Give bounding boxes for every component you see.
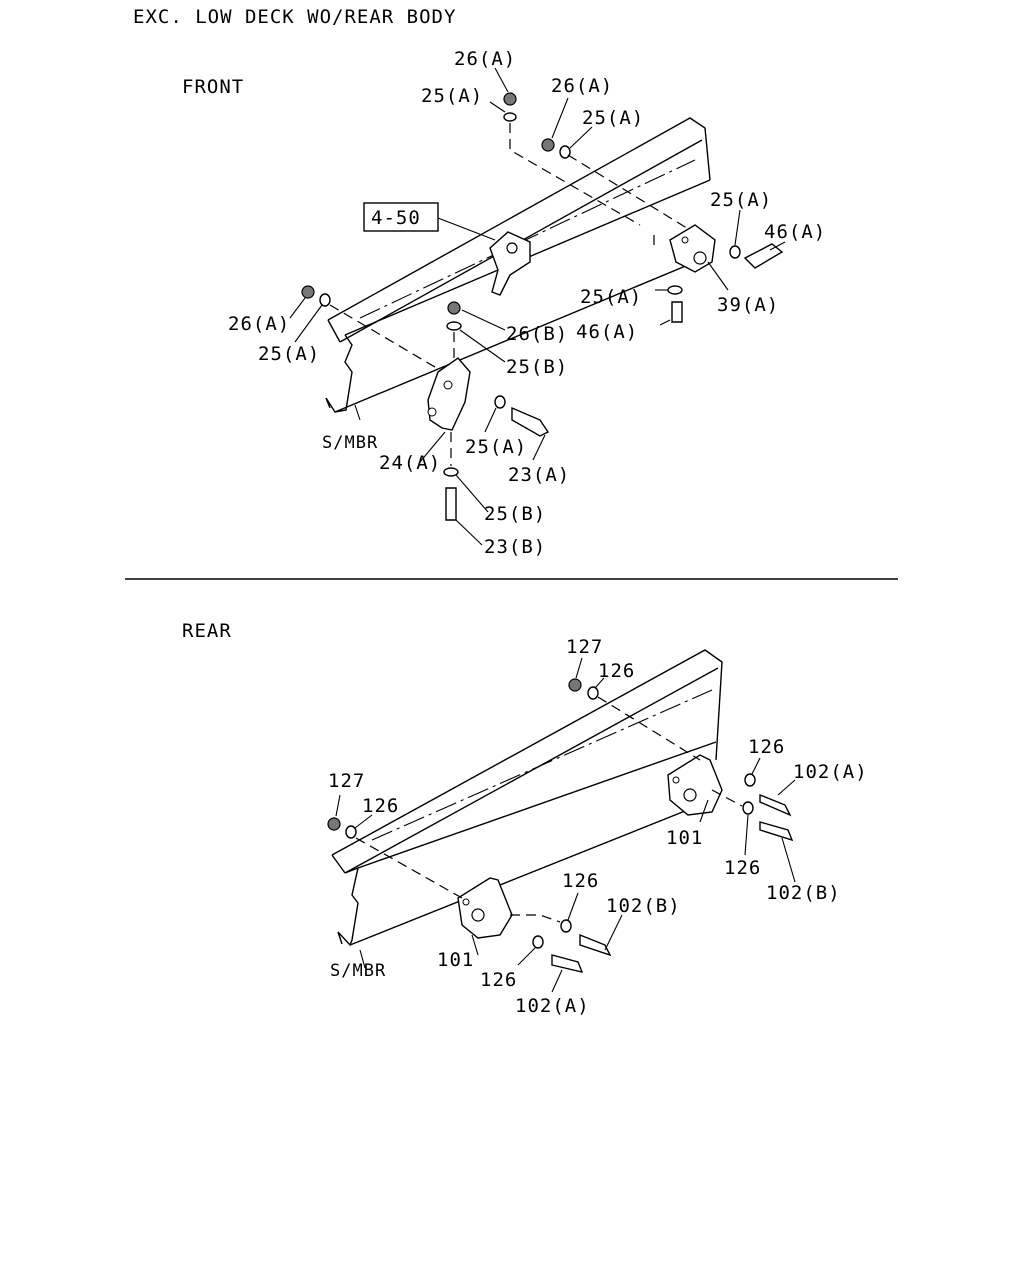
callout-102a-low: 102(A): [515, 995, 590, 1017]
callout-102b-right: 102(B): [766, 882, 841, 904]
center-bracket: [489, 231, 531, 296]
front-leader-lines: [289, 67, 786, 546]
callout-26a-top: 26(A): [454, 48, 516, 70]
callout-102a-right: 102(A): [793, 761, 868, 783]
callout-126-low: 126: [480, 969, 517, 991]
rear-leader-lines: [335, 657, 796, 993]
rear-fasteners: [327, 678, 794, 973]
callout-46a-lower: 46(A): [576, 321, 638, 343]
rear-side-member: [331, 649, 723, 947]
front-frame-label: S/MBR: [322, 433, 378, 453]
left-bracket: [427, 357, 471, 431]
callout-46a-right: 46(A): [764, 221, 826, 243]
diagram-title: EXC. LOW DECK WO/REAR BODY: [133, 6, 456, 28]
callout-25a-left: 25(A): [258, 343, 320, 365]
front-section-label: FRONT: [182, 76, 244, 98]
rear-left-bracket: [457, 877, 513, 939]
reference-box[interactable]: 4-50: [363, 202, 439, 232]
callout-25a-mid: 25(A): [582, 107, 644, 129]
rear-assembly-lines: [355, 696, 743, 923]
callout-25a-right: 25(A): [710, 189, 772, 211]
callout-126-center: 126: [562, 870, 599, 892]
callout-26b: 26(B): [506, 323, 568, 345]
callout-127-left: 127: [328, 770, 365, 792]
callout-126-top: 126: [598, 660, 635, 682]
callout-101-left: 101: [437, 949, 474, 971]
rear-section: REAR: [182, 620, 868, 1017]
callout-25a-top: 25(A): [421, 85, 483, 107]
rear-frame-label: S/MBR: [330, 961, 386, 981]
reference-box-label: 4-50: [371, 207, 421, 229]
callout-39a: 39(A): [717, 294, 779, 316]
callout-23b: 23(B): [484, 536, 546, 558]
front-section: FRONT 4-50: [182, 48, 826, 558]
rear-section-label: REAR: [182, 620, 232, 642]
callout-126-left: 126: [362, 795, 399, 817]
callout-25a-lower-right: 25(A): [580, 286, 642, 308]
callout-25b-mid: 25(B): [506, 356, 568, 378]
callout-126-right-low: 126: [724, 857, 761, 879]
callout-25a-center: 25(A): [465, 436, 527, 458]
callout-23a: 23(A): [508, 464, 570, 486]
callout-25b-low: 25(B): [484, 503, 546, 525]
front-fasteners: [301, 92, 784, 521]
callout-126-right: 126: [748, 736, 785, 758]
front-side-member: [325, 117, 711, 413]
front-assembly-lines: [329, 123, 691, 466]
callout-101-right: 101: [666, 827, 703, 849]
rear-right-bracket: [667, 754, 723, 816]
callout-26a-mid: 26(A): [551, 75, 613, 97]
callout-102b-center: 102(B): [606, 895, 681, 917]
callout-24a: 24(A): [379, 452, 441, 474]
callout-26a-left: 26(A): [228, 313, 290, 335]
callout-127-top: 127: [566, 636, 603, 658]
right-bracket: [669, 224, 716, 273]
